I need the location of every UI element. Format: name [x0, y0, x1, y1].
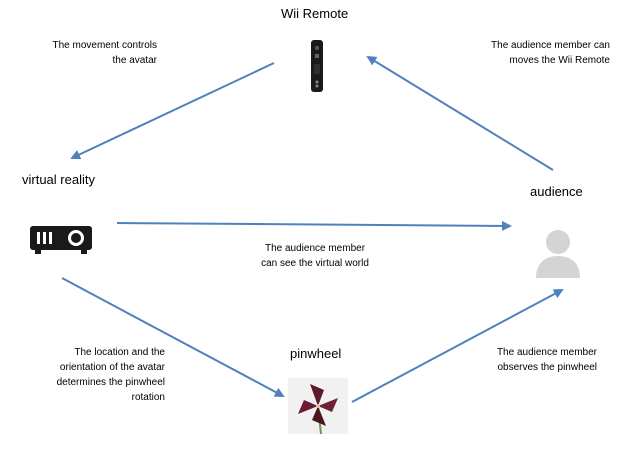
arrow-vr-to-audience	[116, 220, 512, 231]
note-moves-remote: The audience member can moves the Wii Re…	[491, 40, 610, 66]
audience-label: audience	[530, 184, 583, 199]
arrow-audience-to-remote	[366, 55, 554, 171]
arrow-remote-to-vr	[70, 62, 275, 160]
arrow-pinwheel-to-audience	[351, 289, 564, 403]
wii-remote-label: Wii Remote	[281, 6, 349, 21]
note-determines-rotation: The location and the orientation of the …	[56, 347, 165, 403]
wii-remote-icon	[311, 40, 323, 92]
note-sees-world: The audience member can see the virtual …	[261, 243, 369, 269]
virtual-reality-label: virtual reality	[22, 172, 95, 187]
arrow-vr-to-pinwheel	[61, 277, 285, 397]
projector-icon	[30, 226, 92, 254]
note-controls-avatar: The movement controls the avatar	[52, 40, 158, 66]
note-observes-pinwheel: The audience member observes the pinwhee…	[496, 347, 597, 373]
pinwheel-icon	[288, 378, 348, 434]
person-icon	[536, 230, 580, 278]
pinwheel-label: pinwheel	[290, 346, 342, 361]
